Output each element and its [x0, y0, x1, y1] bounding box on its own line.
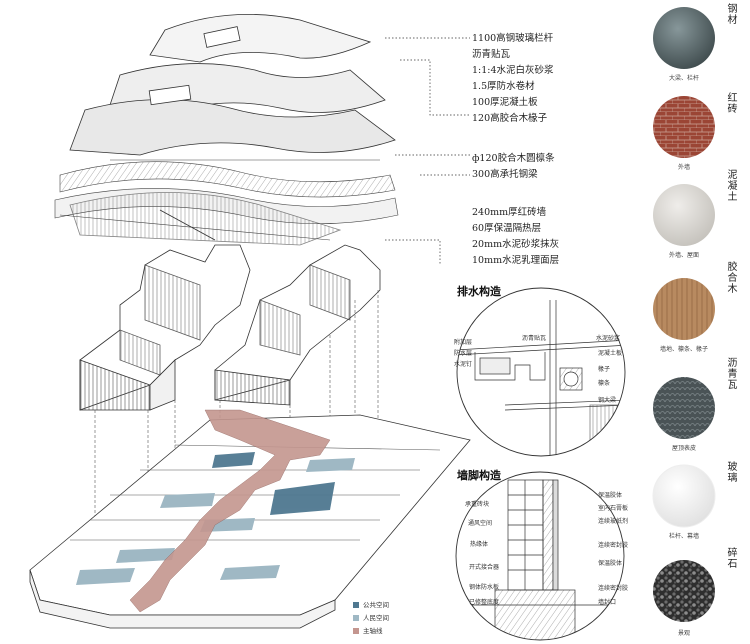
- material-name-concrete: 泥凝土: [727, 170, 738, 203]
- wall-footing-title: 墙脚构造: [457, 469, 501, 482]
- footing-left-label-3: 热缘体: [470, 541, 489, 548]
- legend-private-space: 人民空间: [353, 612, 389, 622]
- roof-label-3: 1:1:4水泥白灰砂浆: [472, 65, 554, 76]
- material-caption-plywood: 墙地、檩条、椽子: [659, 346, 708, 353]
- footing-right-label-6: 连续密封胶: [598, 585, 629, 592]
- drainage-right-label-4: 檩条: [598, 380, 611, 387]
- red-brick-swatch-icon: [653, 96, 715, 158]
- footing-left-label-6: 已修整底度: [469, 599, 500, 606]
- material-name-brick: 红砖: [727, 93, 738, 115]
- drainage-left-label-3: 水泥钉: [454, 361, 473, 368]
- material-caption-steel: 大梁、栏杆: [668, 75, 699, 82]
- roof-label-2: 沥青贴瓦: [472, 49, 511, 60]
- asphalt-tile-swatch-icon: [653, 377, 715, 439]
- gravel-swatch-icon: [653, 560, 715, 622]
- legend-main-axis: 主轴线: [353, 625, 383, 635]
- material-caption-gravel: 景观: [677, 630, 690, 637]
- purlin-label-1: ф120胶合木圆檩条: [472, 153, 555, 164]
- plywood-swatch-icon: [653, 278, 715, 340]
- wall-layer-group: [79, 244, 381, 411]
- ground-plan: [29, 409, 471, 629]
- footing-left-label-5: 钢体防水板: [469, 584, 500, 591]
- material-name-asphalt: 沥青瓦: [727, 358, 738, 391]
- purlin-label-2: 300高承托钢梁: [472, 169, 538, 180]
- legend-swatch-public: [353, 602, 359, 608]
- wall-label-2: 60厚保温隔热层: [472, 223, 542, 234]
- drainage-detail: [456, 287, 626, 457]
- wall-footing-detail: [455, 471, 625, 641]
- material-name-gravel: 碎石: [727, 548, 738, 570]
- footing-right-label-1: 保温胶体: [598, 492, 623, 499]
- legend-label-axis: 主轴线: [363, 627, 383, 635]
- drainage-left-label-2: 防水层: [454, 350, 473, 357]
- drainage-right-label-3: 椽子: [598, 366, 611, 373]
- steel-swatch-icon: [653, 7, 715, 69]
- footing-right-label-7: 墙封口: [598, 599, 617, 606]
- footing-right-label-4: 连续密封胶: [598, 542, 629, 549]
- drainage-title: 排水构造: [457, 285, 501, 298]
- drainage-right-label-5: 钢大梁: [598, 397, 617, 404]
- wall-label-1: 240mm厚红砖墙: [472, 207, 547, 218]
- material-caption-brick: 外墙: [677, 164, 690, 171]
- footing-left-label-2: 通风空间: [468, 520, 493, 527]
- roof-layer-group: [54, 14, 399, 246]
- leader-lines: [385, 37, 470, 265]
- roof-label-5: 100厚泥凝土板: [472, 97, 538, 108]
- material-caption-asphalt: 屋顶表皮: [671, 445, 696, 452]
- legend-swatch-axis: [353, 628, 359, 634]
- wall-label-4: 10mm水泥乳理面层: [472, 255, 560, 266]
- footing-right-label-2: 室内石膏板: [598, 505, 629, 512]
- concrete-swatch-icon: [653, 184, 715, 246]
- glass-swatch-icon: [652, 464, 716, 528]
- drainage-top-label: 沥青贴瓦: [522, 335, 547, 342]
- drainage-right-label-2: 泥凝土板: [598, 350, 623, 357]
- legend-label-private: 人民空间: [363, 614, 389, 622]
- drainage-right-label-1: 水泥砂浆: [596, 335, 621, 342]
- wall-label-3: 20mm水泥砂浆抹灰: [472, 239, 560, 250]
- footing-right-label-5: 保温胶体: [598, 560, 623, 567]
- material-name-steel: 钢材: [727, 4, 738, 26]
- material-caption-glass: 栏杆、幕墙: [668, 533, 699, 540]
- material-swatches: [652, 7, 716, 622]
- material-name-plywood: 胶合木: [727, 262, 738, 295]
- rafter-label: 120高胶合木椽子: [472, 113, 548, 124]
- footing-left-label-4: 开式接合器: [469, 564, 500, 571]
- roof-label-1: 1100高钢玻璃栏杆: [472, 33, 554, 44]
- legend-swatch-private: [353, 615, 359, 621]
- material-name-glass: 玻璃: [727, 462, 738, 484]
- footing-right-label-3: 连续玻纸剂: [598, 518, 629, 525]
- drainage-left-label-1: 附加层: [454, 339, 473, 346]
- legend-public-space: 公共空间: [353, 599, 389, 609]
- legend-label-public: 公共空间: [363, 601, 389, 609]
- footing-left-label-1: 承重砖块: [465, 501, 490, 508]
- roof-label-4: 1.5厚防水卷材: [472, 81, 535, 92]
- material-caption-concrete: 外墙、屋面: [668, 252, 699, 259]
